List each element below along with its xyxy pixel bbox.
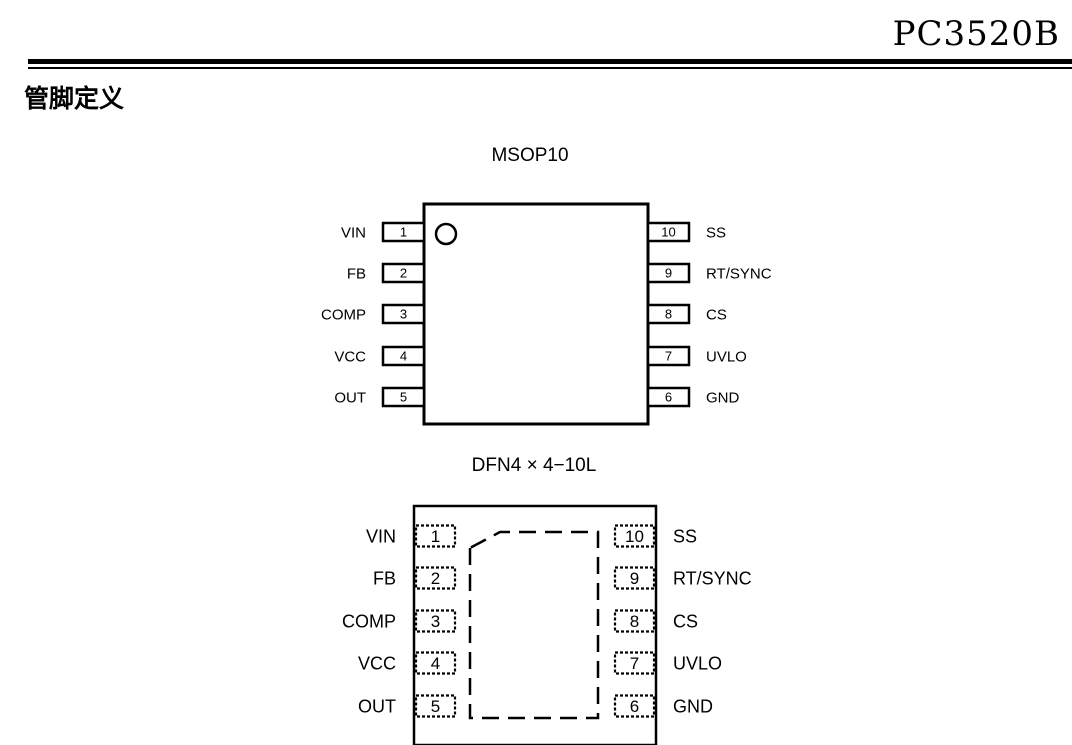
dfn-pin-7-pad [613, 651, 656, 675]
header-rule-thin [28, 67, 1072, 69]
dfn-pin-9-label: RT/SYNC [673, 568, 752, 588]
header-rule-thick [28, 59, 1072, 64]
dfn-pin-6-label: GND [673, 696, 713, 716]
dfn-pin-2-label: FB [373, 568, 396, 588]
msop10-pin-5-label: OUT [334, 389, 366, 406]
dfn-pin-5-pad [414, 694, 457, 718]
msop10-pin-3-label: COMP [321, 306, 366, 323]
msop10-pin-8-number: 8 [665, 307, 672, 322]
dfn-pin-7-number: 7 [630, 654, 639, 673]
dfn-pin-9-number: 9 [630, 569, 639, 588]
msop10-pin-9-number: 9 [665, 266, 672, 281]
dfn-pin-3-number: 3 [431, 612, 440, 631]
dfn-pin-2-number: 2 [431, 569, 440, 588]
msop10-package-title: MSOP10 [491, 145, 569, 166]
dfn-pin-5-number: 5 [431, 697, 440, 716]
pin1-marker-dot [434, 222, 458, 246]
dfn-pin-10-label: SS [673, 526, 697, 546]
msop10-pin-3-number: 3 [400, 307, 407, 322]
msop10-pin-2-label: FB [347, 265, 366, 282]
msop10-pin-1-number: 1 [400, 225, 407, 240]
msop10-pin-4-pad [381, 345, 426, 367]
msop10-pin-6-label: GND [706, 389, 740, 406]
msop10-body [422, 202, 650, 426]
msop10-pin-7-pad [646, 345, 691, 367]
dfn-pin-8-pad [613, 609, 656, 633]
msop10-pin-7-label: UVLO [706, 348, 747, 365]
msop10-pin-8-label: CS [706, 306, 727, 323]
msop10-pin-2-number: 2 [400, 266, 407, 281]
msop10-pin-2-pad [381, 262, 426, 284]
dfn-pin-8-number: 8 [630, 612, 639, 631]
msop10-pin-4-number: 4 [400, 349, 407, 364]
dfn-pin-1-label: VIN [366, 526, 396, 546]
dfn-pin-4-number: 4 [431, 654, 440, 673]
msop10-pin-7-number: 7 [665, 349, 672, 364]
msop10-pin-10-number: 10 [661, 225, 675, 240]
document-title: PC3520B [892, 14, 1060, 54]
dfn-pin-7-label: UVLO [673, 653, 722, 673]
msop10-pin-6-number: 6 [665, 390, 672, 405]
dfn-pin-6-number: 6 [630, 697, 639, 716]
dfn-exposed-pad [468, 530, 600, 720]
msop10-pin-3-pad [381, 303, 426, 325]
msop10-pin-1-label: VIN [341, 224, 366, 241]
dfn-pin-3-label: COMP [342, 611, 396, 631]
dfn-pin-6-pad [613, 694, 656, 718]
dfn-pin-10-number: 10 [625, 527, 644, 546]
dfn-pin-1-number: 1 [431, 527, 440, 546]
dfn-pin-1-pad [414, 524, 457, 548]
dfn-body [412, 504, 658, 745]
msop10-pin-9-pad [646, 262, 691, 284]
msop10-pin-4-label: VCC [334, 348, 366, 365]
dfn-pin-2-pad [414, 566, 457, 590]
msop10-pin-5-number: 5 [400, 390, 407, 405]
section-heading: 管脚定义 [24, 84, 125, 113]
msop10-pin-6-pad [646, 386, 691, 408]
msop10-pin-9-label: RT/SYNC [706, 265, 772, 282]
dfn-pin-8-label: CS [673, 611, 698, 631]
dfn-pin-10-pad [613, 524, 656, 548]
dfn-pin-3-pad [414, 609, 457, 633]
msop10-pin-5-pad [381, 386, 426, 408]
msop10-pin-10-label: SS [706, 224, 726, 241]
dfn-pin-4-label: VCC [358, 653, 396, 673]
msop10-pin-1-pad [381, 221, 426, 243]
dfn-package-title: DFN4 × 4−10L [471, 455, 597, 476]
msop10-pin-8-pad [646, 303, 691, 325]
dfn-pin-5-label: OUT [358, 696, 396, 716]
dfn-pin-9-pad [613, 566, 656, 590]
msop10-pin-10-pad [646, 221, 691, 243]
dfn-pin-4-pad [414, 651, 457, 675]
